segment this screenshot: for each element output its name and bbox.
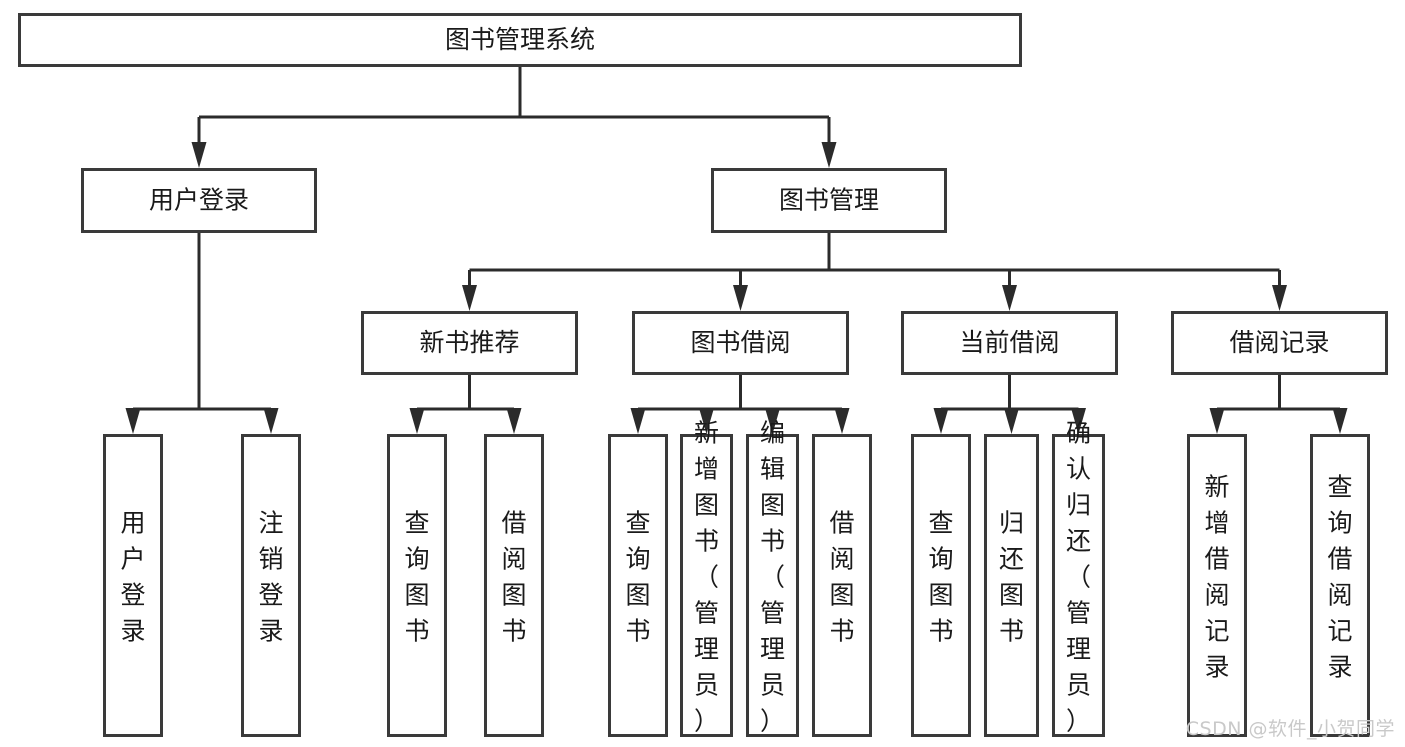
arrow-head-icon (1071, 408, 1086, 434)
node-leaf-user-logout[interactable]: 注销登录 (241, 434, 301, 737)
node-box (81, 168, 317, 233)
node-box (680, 434, 733, 737)
arrow-head-icon (733, 285, 748, 311)
node-box (1052, 434, 1105, 737)
node-box (387, 434, 447, 737)
node-box (984, 434, 1039, 737)
node-box (632, 311, 849, 375)
arrow-head-icon (834, 408, 850, 434)
node-label: 查询图书 (404, 509, 429, 646)
node-label: 归还图书 (999, 509, 1024, 646)
node-label: 借阅图书 (829, 509, 854, 646)
node-leaf-borrow-add-book[interactable]: 新增图书（管理员） (680, 419, 733, 737)
node-book-borrow[interactable]: 图书借阅 (632, 311, 849, 375)
arrow-head-icon (462, 285, 477, 311)
arrow-head-icon (765, 408, 780, 434)
node-box (361, 311, 578, 375)
node-new-book-recommend[interactable]: 新书推荐 (361, 311, 578, 375)
node-label: 用户登录 (120, 509, 145, 646)
connectors-layer (125, 67, 1348, 434)
node-label: 借阅图书 (501, 509, 526, 646)
node-label: 图书管理系统 (445, 25, 595, 54)
arrow-head-icon (1332, 408, 1348, 434)
node-label: 新增图书（管理员） (694, 419, 719, 736)
node-leaf-rec-query-record[interactable]: 查询借阅记录 (1310, 434, 1370, 737)
arrow-head-icon (125, 408, 141, 434)
node-box (812, 434, 872, 737)
node-box (1310, 434, 1370, 737)
watermark-label: CSDN @软件_小贺同学 (1185, 718, 1395, 740)
arrow-head-icon (409, 408, 425, 434)
node-box (608, 434, 668, 737)
node-leaf-cur-return-book[interactable]: 归还图书 (984, 434, 1039, 737)
node-label: 注销登录 (258, 509, 283, 646)
node-label: 查询借阅记录 (1327, 473, 1352, 682)
arrow-head-icon (933, 408, 949, 434)
arrow-head-icon (821, 142, 837, 168)
node-box (711, 168, 947, 233)
node-label: 用户登录 (149, 186, 249, 215)
node-root[interactable]: 图书管理系统 (18, 13, 1022, 67)
node-label: 查询图书 (928, 509, 953, 646)
node-leaf-cur-confirm-return[interactable]: 确认归还（管理员） (1052, 419, 1105, 737)
arrow-head-icon (1272, 285, 1287, 311)
node-label: 新书推荐 (419, 328, 519, 357)
node-box (241, 434, 301, 737)
node-leaf-borrow-query-book[interactable]: 查询图书 (608, 434, 668, 737)
node-label: 图书借阅 (690, 328, 790, 357)
node-current-borrow[interactable]: 当前借阅 (901, 311, 1118, 375)
node-borrow-record[interactable]: 借阅记录 (1171, 311, 1388, 375)
arrow-head-icon (630, 408, 646, 434)
node-leaf-rec-borrow-book[interactable]: 借阅图书 (484, 434, 544, 737)
node-label: 借阅记录 (1229, 328, 1329, 357)
node-label: 编辑图书（管理员） (760, 419, 785, 736)
node-box (746, 434, 799, 737)
arrow-head-icon (1209, 408, 1225, 434)
node-box (1171, 311, 1388, 375)
arrow-head-icon (1002, 285, 1017, 311)
arrow-head-icon (191, 142, 207, 168)
node-leaf-user-login[interactable]: 用户登录 (103, 434, 163, 737)
node-label: 当前借阅 (959, 328, 1059, 357)
node-box (103, 434, 163, 737)
arrow-head-icon (699, 408, 714, 434)
node-leaf-borrow-edit-book[interactable]: 编辑图书（管理员） (746, 419, 799, 737)
node-box (901, 311, 1118, 375)
nodes-layer: 图书管理系统用户登录图书管理新书推荐图书借阅当前借阅借阅记录用户登录注销登录查询… (18, 13, 1388, 737)
node-box (484, 434, 544, 737)
node-box (911, 434, 971, 737)
node-box (18, 13, 1022, 67)
arrow-head-icon (263, 408, 279, 434)
node-book-manage[interactable]: 图书管理 (711, 168, 947, 233)
node-leaf-borrow-borrow-book[interactable]: 借阅图书 (812, 434, 872, 737)
node-label: 查询图书 (625, 509, 650, 646)
node-leaf-rec-query-book[interactable]: 查询图书 (387, 434, 447, 737)
node-user-login[interactable]: 用户登录 (81, 168, 317, 233)
arrow-head-icon (1004, 408, 1019, 434)
node-label: 新增借阅记录 (1204, 473, 1229, 682)
arrow-head-icon (506, 408, 522, 434)
node-label: 确认归还（管理员） (1066, 419, 1091, 736)
node-label: 图书管理 (779, 186, 879, 215)
node-leaf-cur-query-book[interactable]: 查询图书 (911, 434, 971, 737)
node-leaf-rec-add-record[interactable]: 新增借阅记录 (1187, 434, 1247, 737)
node-box (1187, 434, 1247, 737)
